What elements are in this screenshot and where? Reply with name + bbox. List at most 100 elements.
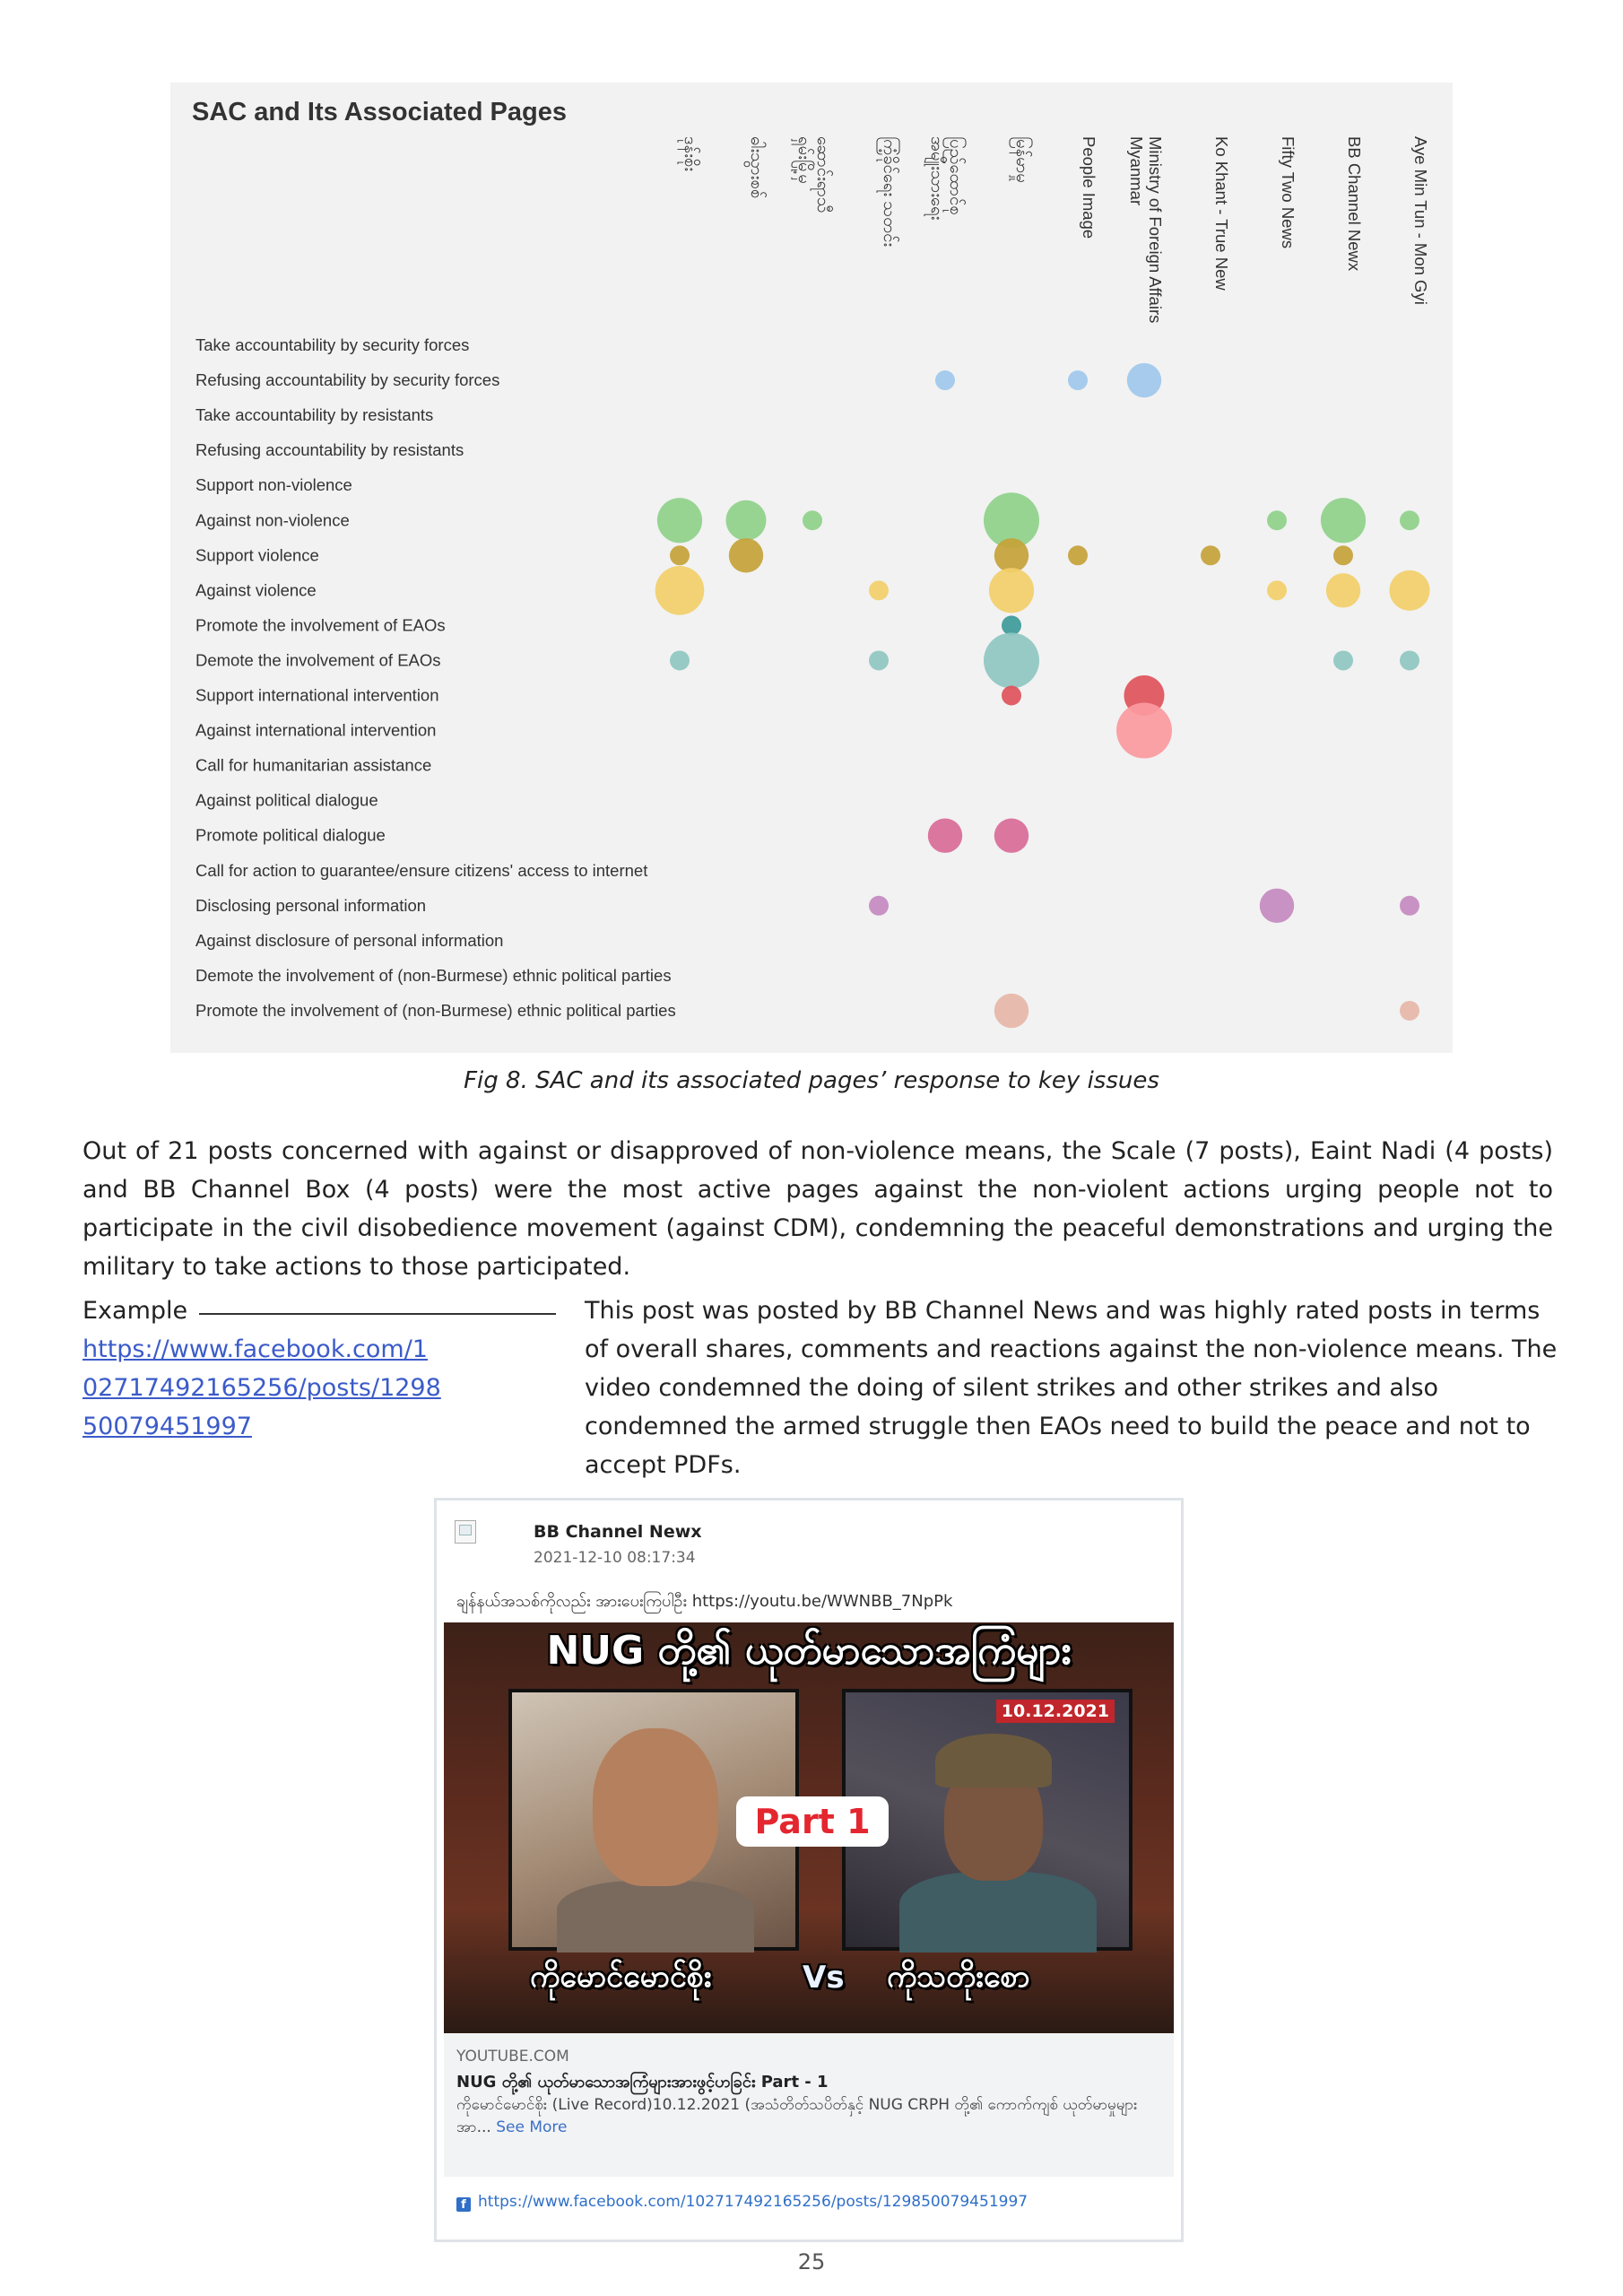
chart-title: SAC and Its Associated Pages [192,98,567,126]
row-label: Refusing accountability by resistants [195,440,464,459]
thumbnail-right-name: ကိုသတိုးစော [887,1959,1030,1995]
post-description: This post was posted by BB Channel News … [585,1297,1558,1479]
bubble-mark [988,568,1035,613]
bubble-mark [869,650,889,671]
bubble-mark [935,370,955,391]
bubble-mark [656,498,703,544]
row-label: Take accountability by resistants [195,405,433,424]
video-thumbnail[interactable]: NUG တို့၏ ယုတ်မာသောအကြံများ 10.12.2021 P… [444,1622,1174,2033]
page-number: 25 [797,2249,826,2274]
thumbnail-left-name: ကိုမောင်မောင်စိုး [530,1959,712,1995]
column-label: ဆောင်းရာသီရှမ်းမြို့မှ [792,136,833,213]
post-text: ချန်နယ်အသစ်ကိုလည်း အားပေးကြပါဦး https://… [456,1592,953,1611]
row-label: Demote the involvement of EAOs [195,650,441,669]
row-label: Call for action to guarantee/ensure citi… [195,861,647,880]
bubble-mark [803,510,822,531]
person-right-body [899,1872,1097,1952]
bubble-mark [1320,498,1367,544]
post-timestamp: 2021-12-10 08:17:34 [534,1549,696,1567]
link-preview-title: NUG တို့၏ ယုတ်မာသောအကြံများအားဖွင့်ဟခြင်… [456,2073,829,2092]
bubble-mark [869,895,889,916]
bubble-mark [670,650,690,671]
bubble-mark [869,580,889,601]
bubble-mark [655,566,705,615]
bubble-mark [1325,573,1361,608]
see-more-link[interactable]: See More [496,2118,568,2136]
bubble-mark [1400,895,1419,916]
column-label: Aye Min Tun - Mon Gyi [1411,136,1430,305]
facebook-icon: f [456,2197,471,2212]
example-block: Example https://www.facebook.com/1027174… [82,1292,558,1446]
thumbnail-title: NUG တို့၏ ယုတ်မာသောအကြံများ [546,1628,1072,1674]
row-label: Refusing accountability by security forc… [195,370,499,389]
bubble-mark [1389,570,1430,611]
bubble-mark [1333,545,1353,566]
column-label: Fifty Two News [1279,136,1298,248]
row-label: Demote the involvement of (non-Burmese) … [195,966,672,985]
bubble-mark [1002,685,1021,706]
bubble-mark [1267,580,1287,601]
body-paragraph: Out of 21 posts concerned with against o… [82,1137,1553,1281]
row-label: Against political dialogue [195,791,378,810]
row-label: Promote political dialogue [195,826,386,845]
figure-caption: Fig 8. SAC and its associated pages’ res… [464,1067,1159,1094]
row-label: Support violence [195,545,319,564]
bubble-mark [1333,650,1353,671]
bubble-mark [1068,545,1088,566]
row-label: Disclosing personal information [195,896,426,915]
row-label: Take accountability by security forces [195,335,469,354]
row-label: Promote the involvement of (non-Burmese)… [195,1001,676,1020]
link-preview-domain: YOUTUBE.COM [456,2048,569,2066]
bubble-mark [1002,615,1021,636]
post-footer-link[interactable]: https://www.facebook.com/102717492165256… [478,2193,1028,2211]
bubble-mark [1068,370,1088,391]
bubble-mark [994,538,1029,573]
column-label: Ministry of Foreign AffairsMyanmar [1127,136,1165,323]
column-label: ကြံ့ခိုင်ရေး သတင်း [877,136,899,247]
bubble-mark [1116,702,1172,759]
avatar-image-placeholder-icon [455,1520,476,1544]
column-label: People Image [1080,136,1098,239]
example-link[interactable]: https://www.facebook.com/102717492165256… [82,1335,441,1440]
bubble-mark [670,545,690,566]
post-author[interactable]: BB Channel Newx [534,1522,702,1542]
bubble-mark [728,538,764,573]
bubble-mark [1400,650,1419,671]
thumbnail-right-photo: 10.12.2021 [842,1689,1133,1952]
person-right-hat [935,1734,1052,1787]
row-label: Support non-violence [195,475,352,494]
column-label: BB Channel Newx [1345,136,1364,272]
post-header: BB Channel Newx 2021-12-10 08:17:34 [451,1518,1168,1590]
person-left-face [593,1728,718,1886]
link-preview-description-text: ကိုမောင်မောင်စိုး (Live Record)10.12.202… [456,2096,1138,2136]
thumbnail-part-badge: Part 1 [736,1796,889,1847]
bubble-mark [984,492,1039,549]
row-label: Against non-violence [195,510,350,529]
bubble-mark [1400,510,1419,531]
example-label: Example [82,1297,188,1325]
bubble-mark [725,500,767,541]
column-label: မြန်မာမှု [1010,136,1032,183]
bubble-mark [1400,1000,1419,1021]
bubble-mark [1126,362,1162,398]
facebook-post-card: BB Channel Newx 2021-12-10 08:17:34 ချန်… [434,1498,1184,2242]
post-footer: f https://www.facebook.com/10271749216525… [456,2193,1028,2212]
bubble-mark [927,818,963,853]
link-preview[interactable]: YOUTUBE.COM NUG တို့၏ ယုတ်မာသောအကြံများအ… [444,2033,1174,2177]
bubble-mark [994,818,1029,853]
row-label: Against disclosure of personal informati… [195,931,503,950]
example-divider [199,1313,556,1315]
row-label: Against international intervention [195,721,436,740]
bubble-chart: SAC and Its Associated Pages ဒုန်းစိုးဓါ… [192,98,1430,1029]
column-label: Ko Khant - True New [1212,136,1231,291]
row-label: Promote the involvement of EAOs [195,615,446,634]
bubble-chart-panel: SAC and Its Associated Pages ဒုန်းစိုးဓါ… [170,83,1453,1053]
bubble-mark [1259,888,1295,923]
bubble-mark [1201,545,1220,566]
column-label: ဓါးသွားစစ် [744,136,767,198]
link-preview-description: ကိုမောင်မောင်စိုး (Live Record)10.12.202… [456,2094,1147,2139]
bubble-mark [994,993,1029,1029]
bubble-mark [984,632,1039,689]
thumbnail-left-photo [508,1689,799,1952]
thumbnail-date: 10.12.2021 [995,1700,1115,1723]
